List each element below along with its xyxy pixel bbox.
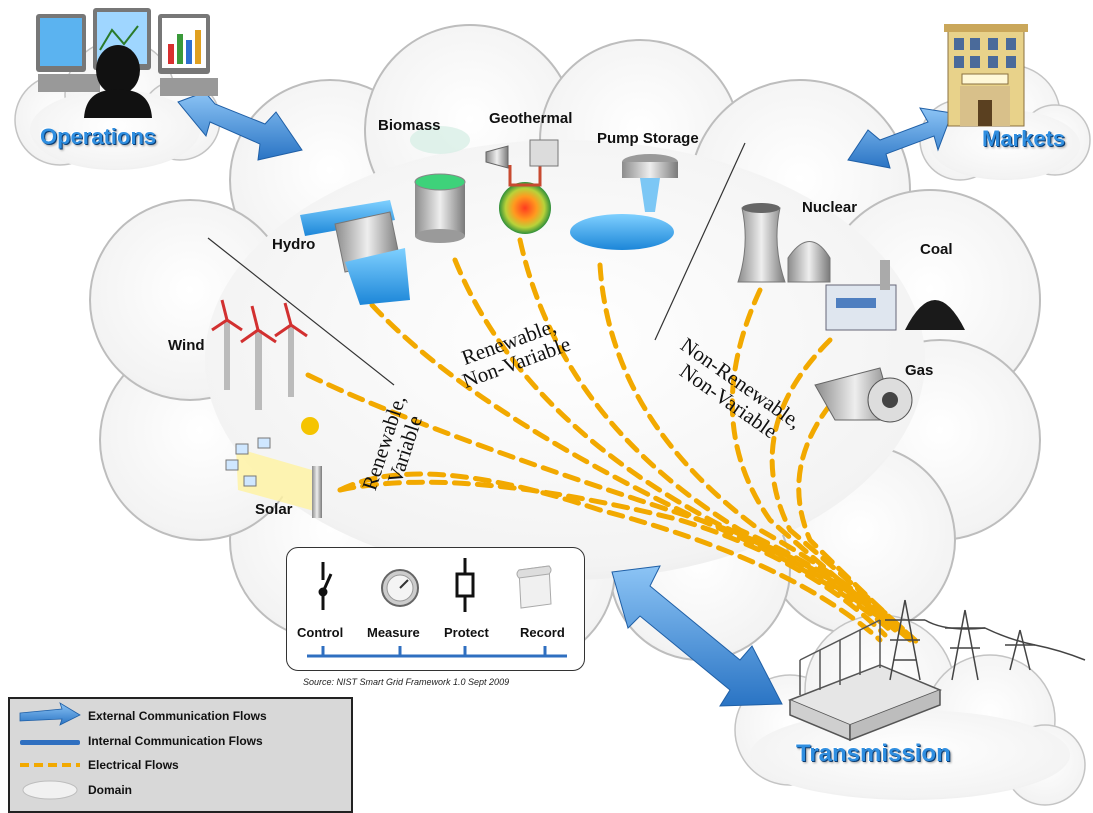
substation-icon <box>787 619 943 742</box>
geothermal-icon <box>485 139 559 234</box>
wind-label: Wind <box>168 337 205 354</box>
legend-internal-line-icon <box>20 740 80 745</box>
divider-line-left <box>207 237 395 386</box>
legend: External Communication Flows Internal Co… <box>8 697 353 813</box>
legend-electrical-label: Electrical Flows <box>88 758 179 772</box>
nuclear-label: Nuclear <box>802 199 858 216</box>
grid-functions-graphics <box>307 558 567 658</box>
biomass-label: Biomass <box>378 117 441 134</box>
electrical-flow-solar-2 <box>337 471 883 643</box>
legend-domain-label: Domain <box>88 783 133 797</box>
legend-external-arrow-icon <box>19 702 81 726</box>
measure-label: Measure <box>367 625 420 640</box>
external-arrow-markets <box>847 107 953 169</box>
transmission-domain-label: Transmission <box>796 740 951 767</box>
pump-storage-label: Pump Storage <box>597 130 699 147</box>
wind-turbines-icon <box>211 299 308 410</box>
electrical-flow-solar <box>337 479 888 638</box>
control-label: Control <box>297 625 344 640</box>
protect-label: Protect <box>444 625 489 640</box>
external-arrow-operations <box>177 91 303 161</box>
source-citation: Source: NIST Smart Grid Framework 1.0 Se… <box>303 677 510 687</box>
gas-label: Gas <box>905 362 934 379</box>
control-switch-icon <box>318 562 333 610</box>
transmission-towers-icon <box>885 599 1086 681</box>
hydro-label: Hydro <box>272 236 316 253</box>
record-scroll-icon <box>516 565 552 609</box>
solar-label: Solar <box>255 501 293 518</box>
protect-breaker-icon <box>455 558 475 612</box>
divider-line-right <box>654 142 746 341</box>
markets-domain-label: Markets <box>982 126 1066 151</box>
measure-gauge-icon <box>381 569 419 607</box>
nuclear-icon <box>737 203 831 283</box>
electrical-flow-hydro <box>369 302 893 633</box>
internal-communication-bus <box>307 646 567 658</box>
pump-storage-icon <box>570 154 678 250</box>
geothermal-label: Geothermal <box>489 110 573 127</box>
legend-domain-cloud-icon <box>22 780 78 800</box>
electrical-flow-wind <box>305 372 893 628</box>
biomass-icon <box>410 126 470 243</box>
solar-icon <box>225 417 322 518</box>
legend-internal-label: Internal Communication Flows <box>88 734 263 748</box>
external-arrow-transmission <box>611 565 783 707</box>
electrical-flows <box>305 237 923 648</box>
legend-symbols <box>19 702 81 800</box>
coal-plant-icon <box>825 260 965 331</box>
operations-domain-label: Operations <box>40 124 157 149</box>
hydro-icon <box>300 200 410 305</box>
record-label: Record <box>520 625 565 640</box>
legend-external-label: External Communication Flows <box>88 709 267 723</box>
operator-workstation-icon <box>36 8 218 118</box>
grid-functions-box: Control Measure Protect Record <box>286 547 585 671</box>
electrical-flow-gas <box>796 402 923 648</box>
electrical-flow-nuclear <box>729 287 913 643</box>
electrical-flow-biomass <box>452 257 898 633</box>
gas-turbine-icon <box>814 367 913 423</box>
coal-label: Coal <box>920 241 953 258</box>
market-building-icon <box>944 24 1028 127</box>
